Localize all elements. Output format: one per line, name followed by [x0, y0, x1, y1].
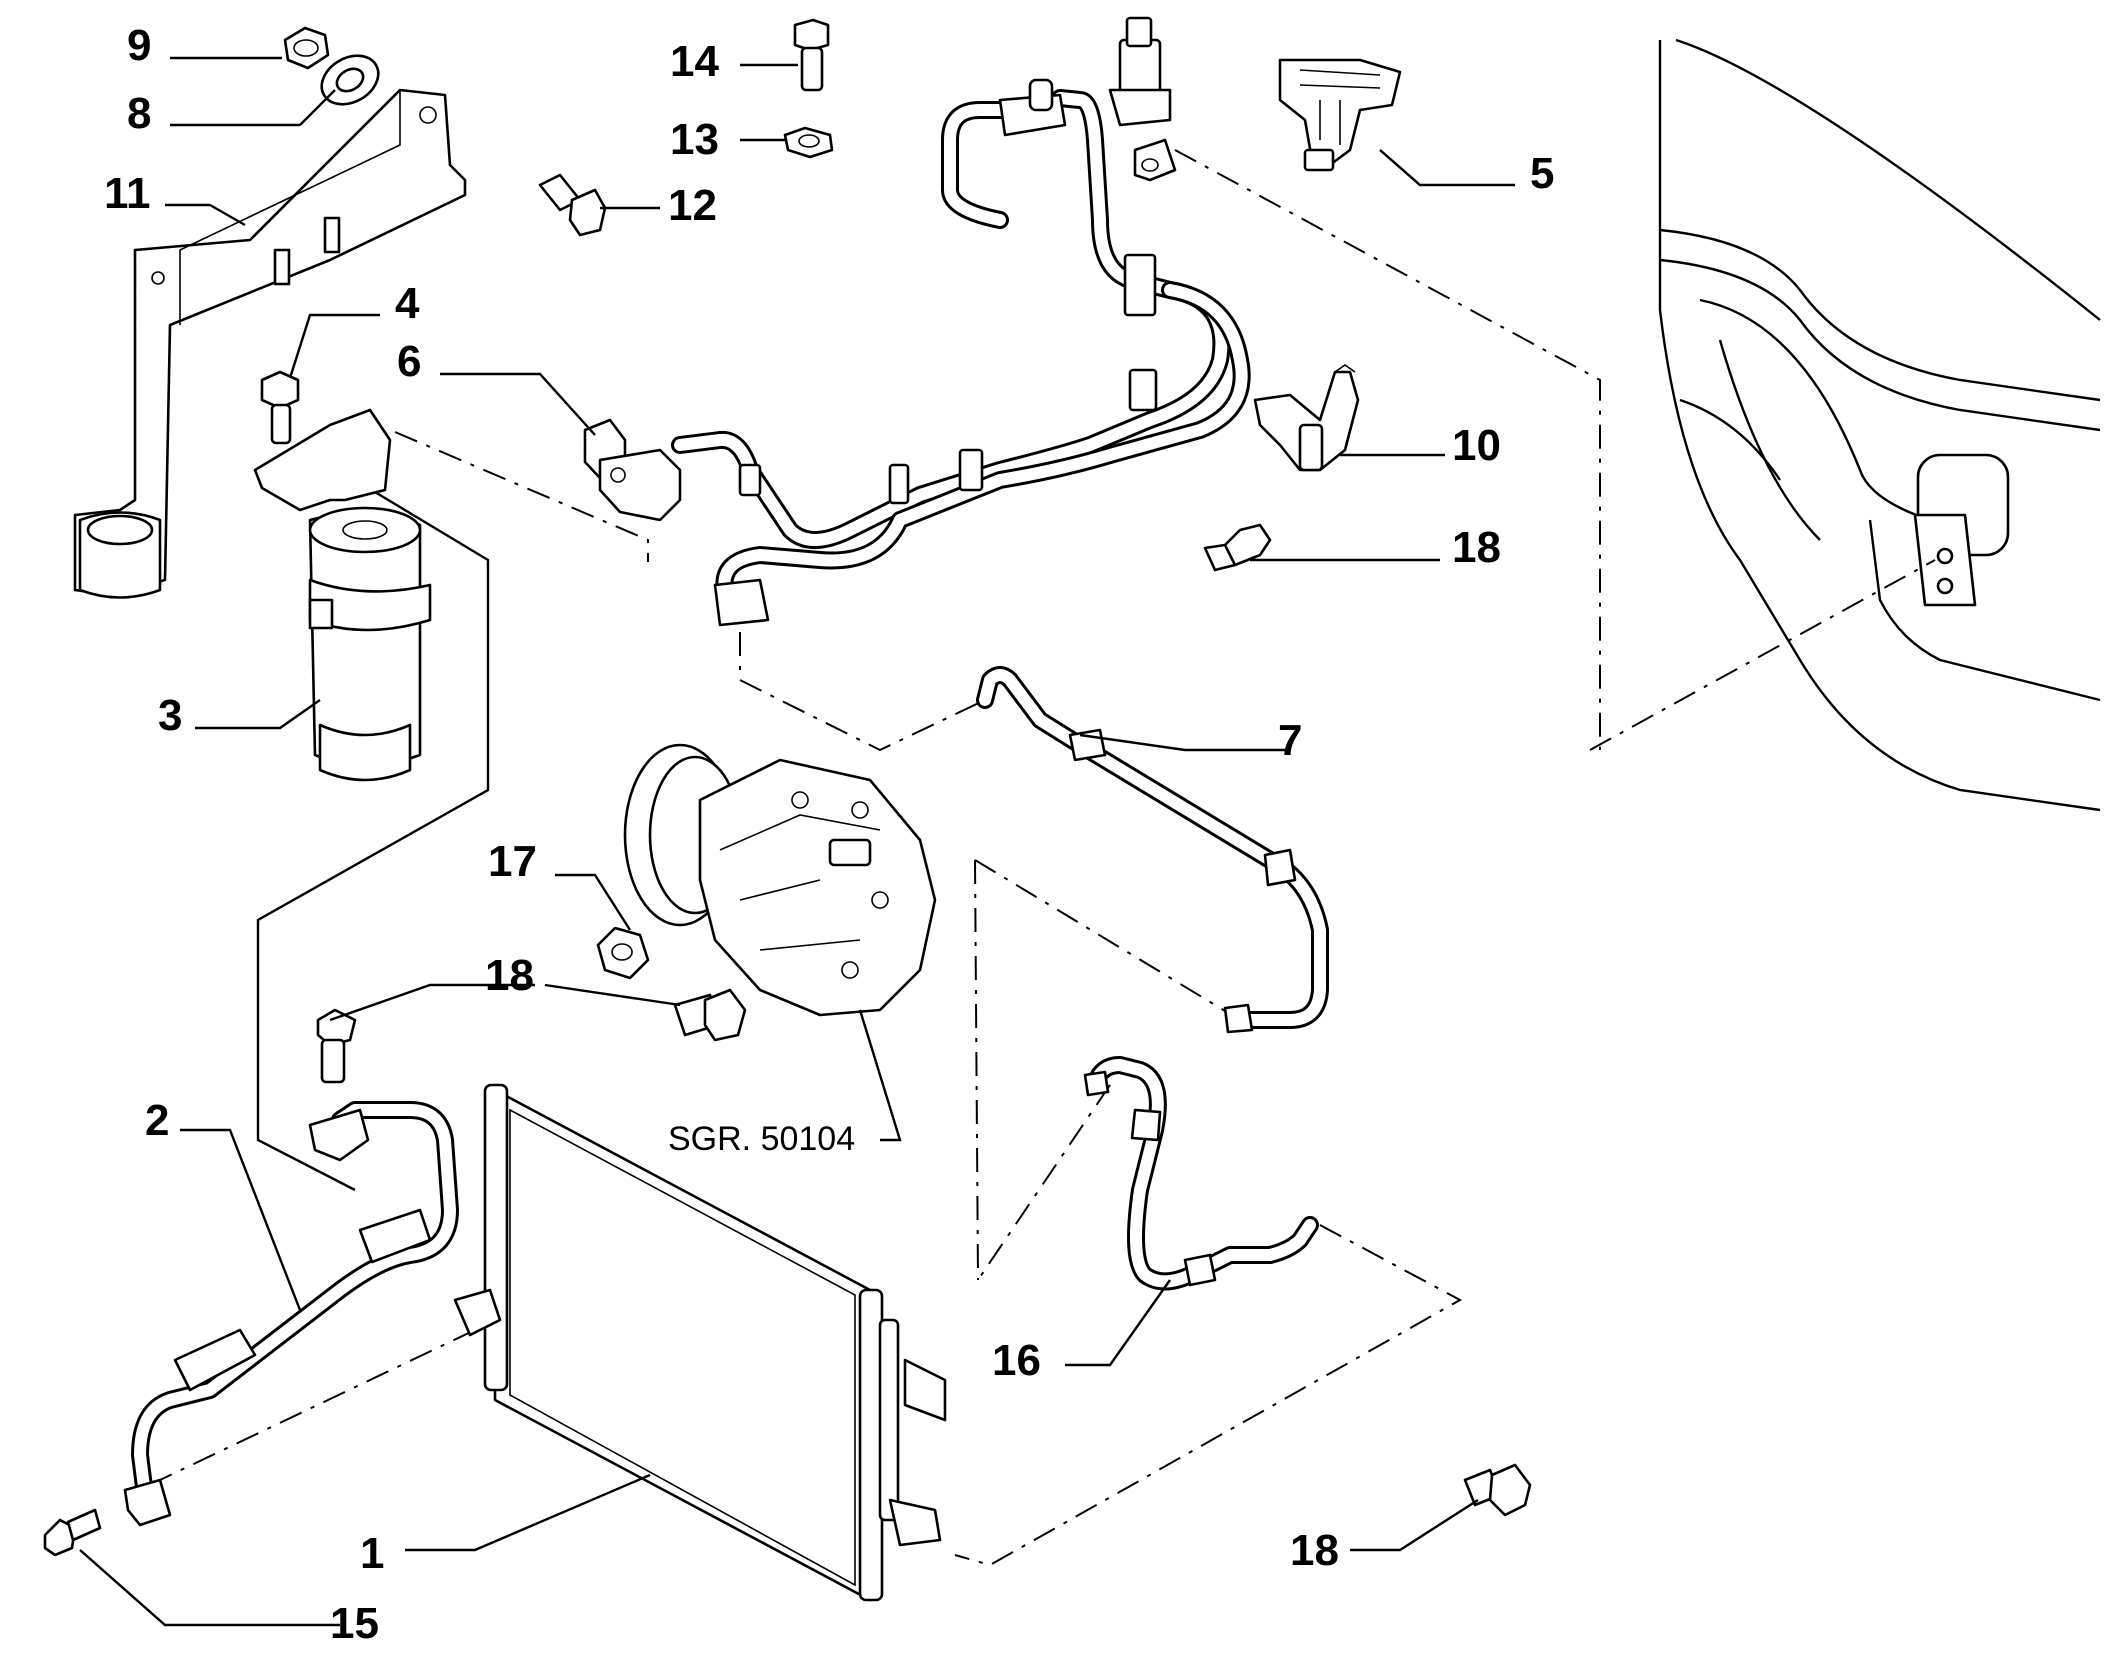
callout-labels: 9 8 11 4 6 3 14 13 12 5 10 18 7 17 18 SG…	[104, 21, 1554, 1648]
part-7-hose	[976, 666, 1329, 1034]
label-3: 3	[158, 691, 182, 740]
label-18-upper: 18	[1452, 523, 1501, 572]
part-12-bolt	[538, 173, 607, 237]
label-13: 13	[670, 115, 719, 164]
label-9: 9	[127, 21, 151, 70]
label-15: 15	[330, 1599, 379, 1648]
part-18-bolt-left	[316, 1008, 357, 1084]
leader-lines	[79, 56, 1515, 1627]
part-14-bolt	[793, 18, 830, 92]
part-15-bolt	[43, 1508, 102, 1557]
label-17: 17	[488, 837, 537, 886]
part-18-bolt-lower	[1463, 1463, 1532, 1517]
part-10-clip	[1253, 364, 1360, 472]
label-18-middle: 18	[485, 951, 534, 1000]
label-1: 1	[360, 1529, 384, 1578]
part-3-receiver-drier	[253, 408, 432, 782]
leader-guides	[159, 149, 1601, 1567]
part-17-nut	[596, 926, 650, 980]
part-6-pressure-switch	[583, 418, 682, 522]
label-18-lower: 18	[1290, 1526, 1339, 1575]
part-18-bolt-middle	[673, 988, 747, 1042]
ac-compressor	[623, 743, 937, 1017]
label-14: 14	[670, 37, 719, 86]
label-2: 2	[145, 1096, 169, 1145]
reference-code: SGR. 50104	[668, 1120, 855, 1158]
part-9-nut	[283, 26, 330, 70]
part-13-nut	[783, 126, 834, 159]
part-5-valve-connector	[1278, 58, 1402, 172]
label-6: 6	[397, 337, 421, 386]
part-8-washer	[320, 54, 380, 106]
part-2-hose	[123, 1101, 459, 1527]
label-16: 16	[992, 1336, 1041, 1385]
part-11-bracket	[73, 88, 467, 599]
part-4-bolt	[260, 370, 300, 445]
label-8: 8	[127, 89, 151, 138]
part-16-hose	[1083, 1056, 1319, 1291]
label-5: 5	[1530, 149, 1554, 198]
part-18-bolt-upper	[1203, 523, 1272, 572]
label-11: 11	[104, 169, 151, 218]
part-1-condenser	[453, 1083, 947, 1602]
vehicle-body-outline	[1589, 38, 2101, 812]
label-12: 12	[668, 181, 717, 230]
label-4: 4	[395, 279, 420, 328]
upper-hose-assembly	[671, 16, 1251, 627]
label-10: 10	[1452, 421, 1501, 470]
label-7: 7	[1278, 716, 1302, 765]
